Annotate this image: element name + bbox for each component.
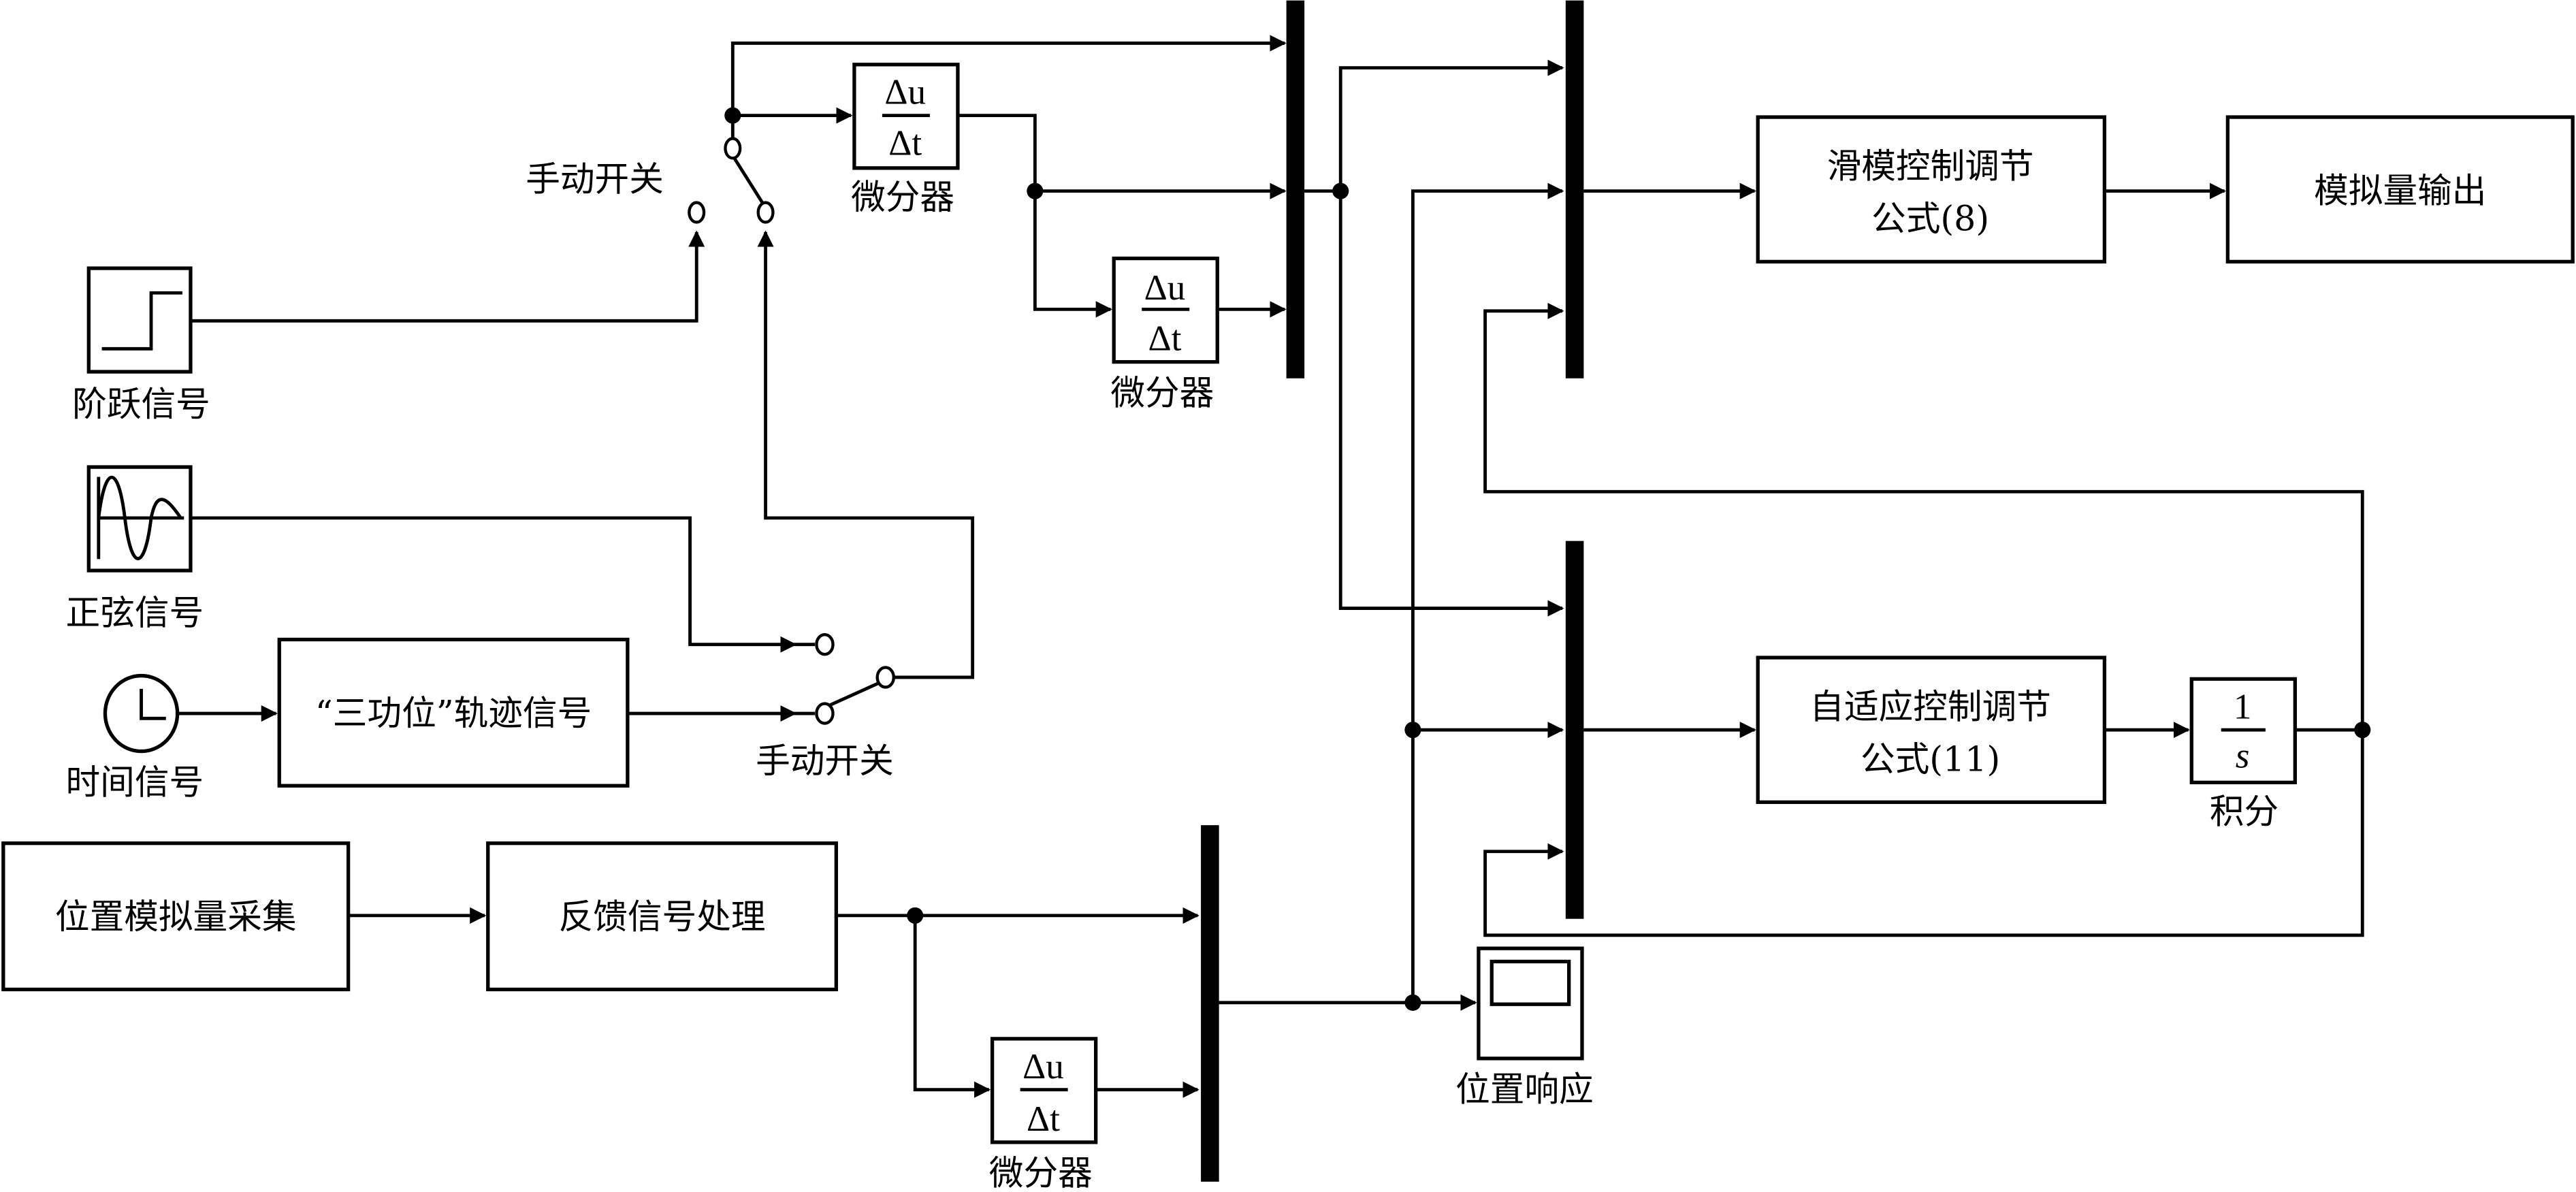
- wire-step-switch: [190, 230, 705, 323]
- derivative-block-2[interactable]: Δu Δt: [1112, 256, 1219, 364]
- manual-switch-icon: [815, 633, 895, 725]
- wire-deriv1-deriv2: [1033, 191, 1112, 318]
- integrator-block[interactable]: 1 s: [2189, 677, 2297, 785]
- switch-bottom-label: 手动开关: [756, 741, 894, 781]
- sine-label: 正弦信号: [66, 593, 204, 633]
- svg-text:Δt: Δt: [888, 124, 922, 163]
- adaptive-control-block[interactable]: 自适应控制调节 公式(11): [1756, 656, 2107, 805]
- integrator-numerator: 1: [2234, 687, 2252, 726]
- branch-point: [2354, 722, 2371, 739]
- svg-text:Δt: Δt: [1148, 319, 1182, 359]
- svg-text:s: s: [2236, 737, 2250, 776]
- wire-switch-bottom-to-top: [757, 230, 975, 679]
- wire-feedback-deriv3: [913, 915, 991, 1098]
- analog-output-block[interactable]: 模拟量输出: [2225, 115, 2575, 264]
- manual-switch-bottom[interactable]: [795, 633, 895, 725]
- feedback-processing-block[interactable]: 反馈信号处理: [486, 841, 839, 992]
- adaptive-line1: 自适应控制调节: [1809, 686, 2051, 726]
- wire-deriv1-mux1-in2: [957, 114, 1287, 199]
- deriv2-label: 微分器: [1110, 372, 1214, 413]
- sliding-mode-block[interactable]: 滑模控制调节 公式(8): [1756, 115, 2107, 264]
- mux-2[interactable]: [1565, 0, 1584, 378]
- clock-icon: [140, 688, 166, 720]
- clock-block[interactable]: [103, 673, 180, 754]
- deriv2-denominator: Δt: [1148, 319, 1182, 359]
- wire-sine-switch: [190, 516, 797, 653]
- wire-switch-mux1-in1: [730, 35, 1287, 116]
- wire-mux1-mux2-in1: [1338, 59, 1564, 191]
- sliding-mode-line1: 滑模控制调节: [1827, 146, 2034, 186]
- svg-text:Δu: Δu: [1023, 1047, 1064, 1086]
- step-block[interactable]: [86, 266, 193, 374]
- deriv3-label: 微分器: [989, 1153, 1093, 1192]
- clock-label: 时间信号: [66, 762, 204, 802]
- switch-top-label: 手动开关: [526, 159, 664, 199]
- scope-icon: [1490, 959, 1571, 1006]
- deriv1-label: 微分器: [851, 177, 954, 217]
- wire-integrator-mux3-in3: [1483, 730, 2364, 937]
- trajectory-text: “三功位”轨迹信号: [315, 693, 592, 733]
- svg-text:Δu: Δu: [1144, 268, 1186, 308]
- wire-mux1-mux3-in1: [1338, 191, 1564, 617]
- position-acquisition-block[interactable]: 位置模拟量采集: [1, 841, 351, 992]
- svg-text:1: 1: [2234, 687, 2252, 726]
- manual-switch-top[interactable]: [688, 115, 775, 224]
- scope-block[interactable]: [1477, 946, 1584, 1061]
- analog-output-text: 模拟量输出: [2314, 171, 2486, 211]
- integrator-label: 积分: [2210, 792, 2279, 832]
- feedback-processing-text: 反馈信号处理: [559, 897, 766, 937]
- wire-integrator-mux2-in3: [1483, 302, 2364, 730]
- svg-text:Δt: Δt: [1027, 1099, 1060, 1139]
- mux-1[interactable]: [1286, 0, 1305, 378]
- step-label: 阶跃信号: [72, 384, 210, 424]
- deriv3-numerator: Δu: [1023, 1047, 1064, 1086]
- position-acquisition-text: 位置模拟量采集: [55, 897, 297, 937]
- branch-point: [1404, 994, 1421, 1011]
- deriv1-numerator: Δu: [884, 73, 926, 112]
- scope-label: 位置响应: [1455, 1069, 1594, 1110]
- derivative-block-3[interactable]: Δu Δt: [990, 1037, 1098, 1144]
- mux-4[interactable]: [1201, 825, 1219, 1182]
- sine-wave-icon: [97, 475, 184, 561]
- step-icon: [101, 291, 182, 351]
- wire-feedback-mux2-in2: [1411, 182, 1564, 1003]
- integrator-denominator: s: [2236, 737, 2250, 776]
- svg-text:Δu: Δu: [884, 73, 926, 112]
- deriv2-numerator: Δu: [1144, 268, 1186, 308]
- derivative-block-1[interactable]: Δu Δt: [852, 63, 960, 170]
- adaptive-line2: 公式(11): [1861, 739, 2000, 779]
- trajectory-block[interactable]: “三功位”轨迹信号: [277, 637, 630, 788]
- sliding-mode-line2: 公式(8): [1871, 199, 1989, 239]
- mux-3[interactable]: [1565, 541, 1584, 919]
- sine-block[interactable]: [86, 465, 193, 573]
- deriv3-denominator: Δt: [1027, 1099, 1060, 1139]
- deriv1-denominator: Δt: [888, 124, 922, 163]
- manual-switch-icon: [688, 115, 775, 224]
